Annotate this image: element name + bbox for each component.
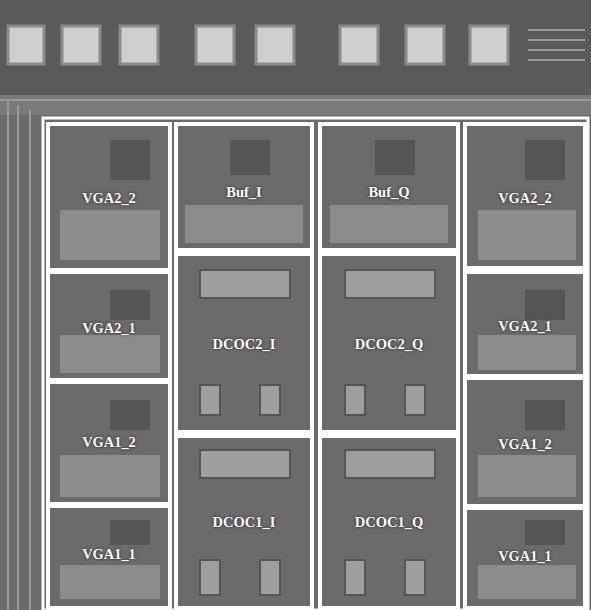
block-label: VGA1_1	[50, 546, 168, 563]
circuit-block: VGA1_2	[463, 376, 587, 508]
circuit-block: VGA2_1	[46, 270, 172, 382]
block-label: Buf_Q	[322, 184, 456, 201]
circuit-block: VGA2_2	[463, 122, 587, 270]
block-label: Buf_I	[178, 184, 310, 201]
block-label: DCOC1_I	[178, 514, 310, 531]
block-label: VGA1_1	[467, 548, 583, 565]
block-label: VGA2_1	[50, 320, 168, 337]
circuit-block: Buf_Q	[318, 122, 460, 252]
circuit-block: VGA2_1	[463, 270, 587, 378]
circuit-block: DCOC2_I	[174, 252, 314, 434]
block-label: DCOC2_Q	[322, 336, 456, 353]
block-label: VGA1_2	[50, 434, 168, 451]
circuit-block: DCOC1_Q	[318, 434, 460, 610]
circuit-block: VGA1_1	[46, 504, 172, 610]
circuit-block: DCOC1_I	[174, 434, 314, 610]
circuit-block: VGA1_1	[463, 506, 587, 610]
block-label: VGA2_2	[467, 190, 583, 207]
circuit-block: DCOC2_Q	[318, 252, 460, 434]
block-label: VGA2_1	[467, 318, 583, 335]
block-label: DCOC2_I	[178, 336, 310, 353]
block-label: VGA2_2	[50, 190, 168, 207]
circuit-block: VGA1_2	[46, 380, 172, 506]
block-label: VGA1_2	[467, 436, 583, 453]
block-label: DCOC1_Q	[322, 514, 456, 531]
circuit-block: Buf_I	[174, 122, 314, 252]
circuit-block: VGA2_2	[46, 122, 172, 272]
